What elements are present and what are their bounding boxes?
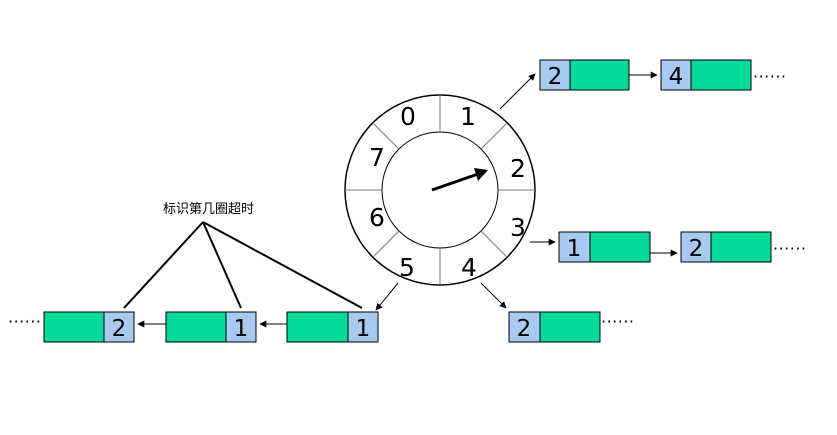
slot-4-node-1-count-cell (508, 311, 541, 343)
slot-3-number: 3 (510, 213, 526, 242)
slot-5-list: 1 1 2 ······ (8, 282, 399, 343)
slot-4-node-1-count: 2 (517, 316, 532, 342)
slot-3-list: 1 2 ······ (530, 231, 807, 263)
slot-1-link-arrow (499, 73, 536, 110)
slot-5-link-arrow (375, 282, 399, 311)
slot-3-continuation: ······ (773, 239, 807, 258)
slot-3-node-1-payload-cell (589, 231, 651, 263)
wheel-slot-dividers (345, 95, 535, 285)
slot-7-number: 7 (369, 143, 385, 172)
slot-1-list: 2 4 ······ (499, 59, 787, 110)
wheel-inner-ring (381, 131, 499, 249)
slot-1-continuation: ······ (753, 67, 787, 86)
slot-4-number: 4 (461, 253, 477, 282)
slot-2-number: 2 (510, 154, 526, 183)
slot-3-node-1-count: 1 (567, 236, 582, 262)
slot-5-number: 5 (399, 253, 415, 282)
slot-4-link-arrow (480, 282, 507, 309)
slot-1-node-1-payload-cell (569, 59, 630, 91)
slot-5-node-2-payload-cell (165, 311, 227, 343)
slot-5-node-2-count-cell (225, 311, 257, 343)
slot-3-node-2-payload-cell (710, 231, 772, 263)
slot-4-list: 2 ······ (480, 282, 635, 343)
slot-5-node-1-count: 1 (356, 316, 371, 342)
timing-wheel: 0 1 2 3 4 5 6 7 (344, 94, 536, 286)
slot-1-node-2-count-cell (660, 59, 692, 91)
slot-3-node-1-count-cell (558, 231, 591, 263)
slot-3-node-2-count: 2 (689, 236, 704, 262)
slot-5-node-3-count-cell (103, 311, 135, 343)
slot-1-node-2-payload-cell (690, 59, 752, 91)
slot-6-number: 6 (369, 203, 385, 232)
annotation-pointer-lines (123, 221, 363, 309)
slot-1-number: 1 (460, 102, 476, 131)
annotation-label: 标识第几圈超时 (163, 202, 254, 217)
round-count-annotation: 标识第几圈超时 (123, 202, 363, 309)
slot-5-node-2-count: 1 (234, 316, 249, 342)
slot-0-number: 0 (400, 102, 416, 131)
slot-3-node-2-count-cell (680, 231, 712, 263)
slot-4-continuation: ······ (601, 312, 635, 331)
slot-5-continuation: ······ (8, 312, 42, 331)
slot-5-node-3-count: 2 (112, 316, 127, 342)
slot-5-node-1-payload-cell (286, 311, 349, 343)
slot-4-node-1-payload-cell (539, 311, 601, 343)
slot-5-node-3-payload-cell (43, 311, 105, 343)
wheel-pointer (431, 168, 488, 192)
slot-1-node-2-count: 4 (669, 64, 684, 90)
slot-5-node-1-count-cell (347, 311, 379, 343)
slot-1-node-1-count-cell (539, 59, 571, 91)
slot-1-node-1-count: 2 (548, 64, 563, 90)
